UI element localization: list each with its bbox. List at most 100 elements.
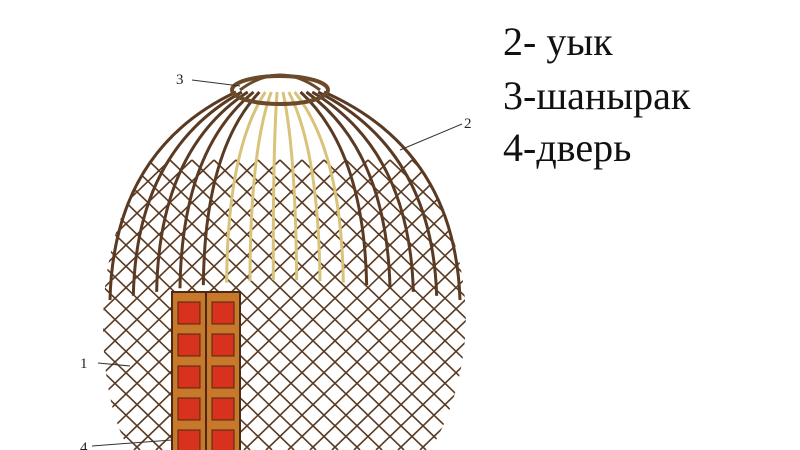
lattice-slat — [103, 159, 141, 450]
lattice-slat — [103, 159, 185, 450]
uyk-roof-pole — [248, 91, 273, 281]
lattice-slat — [279, 159, 466, 450]
lattice-slat — [309, 159, 466, 450]
lattice-slat — [0, 160, 38, 450]
lattice-slat — [169, 159, 466, 450]
uyk-roof-pole — [131, 90, 243, 296]
lattice-slat — [345, 159, 466, 450]
lattice-slat — [389, 159, 466, 450]
lattice-slat — [103, 159, 163, 450]
callout-2: 2 — [464, 116, 472, 132]
lattice-slat — [103, 159, 207, 450]
lattice-slat — [103, 159, 215, 450]
crown-dome — [239, 73, 321, 92]
door — [171, 291, 241, 450]
legend-item-4: 4-дверь — [503, 125, 632, 170]
lattice-slat — [676, 160, 800, 450]
lattice-slat — [103, 159, 193, 450]
shanyrak-crown — [230, 74, 330, 106]
uyk-roof-pole — [311, 90, 415, 292]
lattice-slat — [265, 159, 466, 450]
lattice-slat — [419, 159, 466, 450]
lattice-slat — [0, 160, 82, 450]
uyk-roof-pole — [201, 90, 261, 286]
lattice-slat — [433, 159, 466, 450]
lattice-slat — [720, 160, 800, 450]
lattice-slat — [552, 160, 800, 450]
lattice-slat — [103, 159, 405, 450]
uyk-roof-pole — [281, 91, 299, 281]
callout-lines — [91, 79, 463, 447]
lattice-slat — [508, 160, 800, 450]
lattice-slat — [0, 160, 60, 450]
lattice-slat — [0, 160, 52, 450]
callout-3: 3 — [176, 72, 184, 88]
door-panel — [177, 429, 201, 450]
lattice-slat — [500, 160, 800, 450]
lattice-slat — [287, 159, 466, 450]
lattice-slat — [221, 159, 466, 450]
lattice-slat — [610, 160, 800, 450]
lattice-slat — [742, 160, 800, 450]
uyk-roof-pole — [317, 90, 439, 296]
lattice-slat — [596, 160, 800, 450]
lattice-slat — [574, 160, 800, 450]
uyk-roof-pole — [225, 91, 267, 283]
door-panel — [177, 301, 201, 325]
callout-1: 1 — [80, 356, 88, 372]
uyk-roof-pole — [108, 90, 237, 301]
lattice-slat — [191, 159, 466, 450]
lattice-slat — [103, 159, 237, 450]
uyk-roof-pole — [299, 90, 369, 286]
lattice-slat — [103, 159, 119, 450]
lattice-slat — [235, 159, 466, 450]
lattice-slat — [367, 159, 466, 450]
lattice-slat — [199, 159, 466, 450]
lattice-slat — [397, 159, 466, 450]
lattice-slat — [103, 159, 149, 450]
door-panel — [211, 397, 235, 421]
lattice-slat — [522, 160, 800, 450]
lattice-slat — [103, 159, 303, 450]
lattice-slat — [147, 159, 449, 450]
uyk-roof-pole — [178, 90, 255, 289]
lattice-slat — [698, 160, 800, 450]
lattice-slat — [764, 160, 800, 450]
uyk-roof-pole — [287, 91, 322, 281]
uyk-roof-pole — [155, 90, 249, 292]
lattice-slat — [566, 160, 800, 450]
lattice-wall — [0, 159, 800, 450]
door-panel — [177, 397, 201, 421]
door-panel — [177, 365, 201, 389]
lattice-slat — [618, 160, 800, 450]
lattice-slat — [463, 159, 466, 450]
door-panel — [211, 429, 235, 450]
lattice-slat — [103, 159, 105, 450]
lattice-slat — [243, 159, 466, 450]
lattice-slat — [103, 159, 295, 450]
lattice-slat — [455, 159, 466, 450]
lattice-slat — [0, 160, 16, 450]
legend-item-2: 2- уык — [503, 19, 613, 64]
lattice-slat — [301, 159, 466, 450]
lattice-slat — [213, 159, 466, 450]
lattice-slat — [331, 159, 466, 450]
lattice-slat — [588, 160, 800, 450]
uyk-roof-pole — [305, 90, 392, 289]
lattice-slat — [257, 159, 466, 450]
lattice-slat — [486, 160, 786, 450]
lattice-slat — [111, 159, 413, 450]
lattice-slat — [632, 160, 800, 450]
uyk-roof-pole — [323, 90, 462, 301]
uyk-roof-pole — [271, 91, 279, 281]
door-panel — [211, 301, 235, 325]
door-panel — [177, 333, 201, 357]
lattice-slat — [654, 160, 800, 450]
callout-4: 4 — [80, 440, 88, 450]
lattice-slat — [786, 160, 800, 450]
door-panel — [211, 333, 235, 357]
lattice-slat — [375, 159, 466, 450]
uyk-roof-pole — [293, 91, 345, 283]
door-panel — [211, 365, 235, 389]
